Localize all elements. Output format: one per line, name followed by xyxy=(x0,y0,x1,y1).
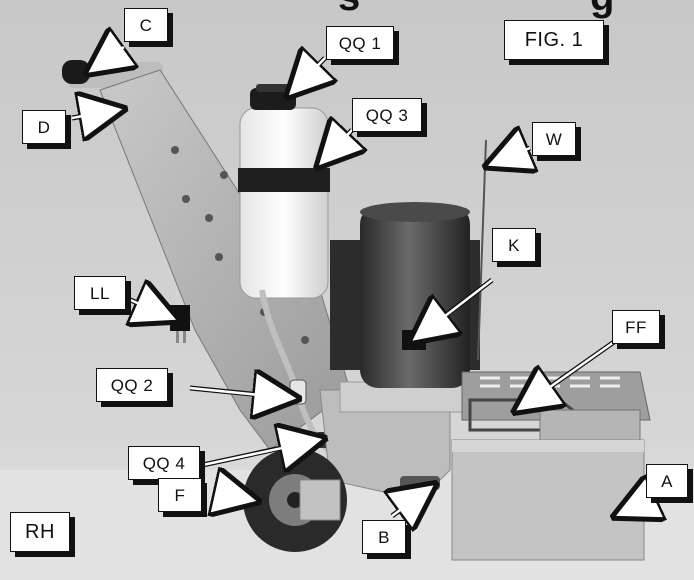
label-f: F xyxy=(158,478,202,512)
svg-text:g: g xyxy=(590,0,614,19)
label-c: C xyxy=(124,8,168,42)
figure-title: FIG. 1 xyxy=(504,20,604,60)
label-ff: FF xyxy=(612,310,660,344)
label-ll: LL xyxy=(74,276,126,310)
label-w: W xyxy=(532,122,576,156)
side-label-rh: RH xyxy=(10,512,70,552)
label-k: K xyxy=(492,228,536,262)
label-qq2: QQ 2 xyxy=(96,368,168,402)
svg-text:s: s xyxy=(338,0,360,19)
label-a: A xyxy=(646,464,688,498)
label-d: D xyxy=(22,110,66,144)
label-qq3: QQ 3 xyxy=(352,98,422,132)
label-b: B xyxy=(362,520,406,554)
label-qq4: QQ 4 xyxy=(128,446,200,480)
label-qq1: QQ 1 xyxy=(326,26,394,60)
